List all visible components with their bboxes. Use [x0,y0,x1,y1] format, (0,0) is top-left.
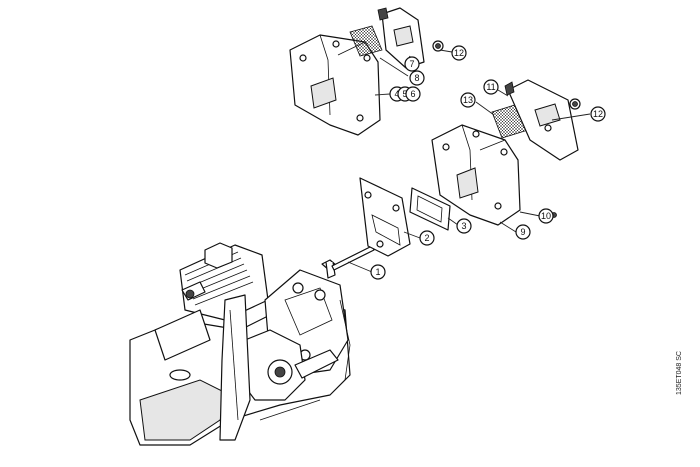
callout-13: 13 [460,92,476,108]
svg-text:12: 12 [454,48,464,58]
svg-text:4: 4 [394,89,399,99]
svg-text:9: 9 [520,227,525,237]
svg-text:10: 10 [541,211,551,221]
svg-text:1: 1 [375,267,380,277]
engine-block [129,242,351,446]
callout-6: 6 [405,86,421,102]
deflector-part-11 [504,79,579,161]
deflector-part-7 [377,7,425,69]
callout-2: 2 [419,230,435,246]
nut-part-12-right [569,98,581,110]
callout-9: 9 [515,224,531,240]
callout-10: 10 [538,208,554,224]
svg-text:2: 2 [424,233,429,243]
drawing-code: 135ET048 SC [676,351,683,395]
svg-text:8: 8 [414,73,419,83]
nut-part-12-upper [432,40,444,52]
svg-text:6: 6 [410,89,415,99]
svg-text:13: 13 [463,95,473,105]
gasket-part-3 [409,187,451,231]
callout-11: 11 [483,79,499,95]
svg-text:12: 12 [593,109,603,119]
callout-12-right: 12 [590,106,606,122]
callout-7: 7 [404,56,420,72]
bolt-part-1 [321,245,375,279]
svg-text:11: 11 [486,82,495,92]
callout-3: 3 [456,218,472,234]
muffler-part-9 [431,124,521,226]
plate-part-2 [359,177,411,257]
svg-text:3: 3 [461,221,466,231]
muffler-upper [289,34,381,136]
svg-text:5: 5 [402,89,407,99]
screen-part-8 [349,25,383,57]
leader-lines [347,49,591,273]
callout-1: 1 [370,264,386,280]
callout-12-upper: 12 [451,45,467,61]
svg-text:7: 7 [409,59,414,69]
callout-8: 8 [409,70,425,86]
